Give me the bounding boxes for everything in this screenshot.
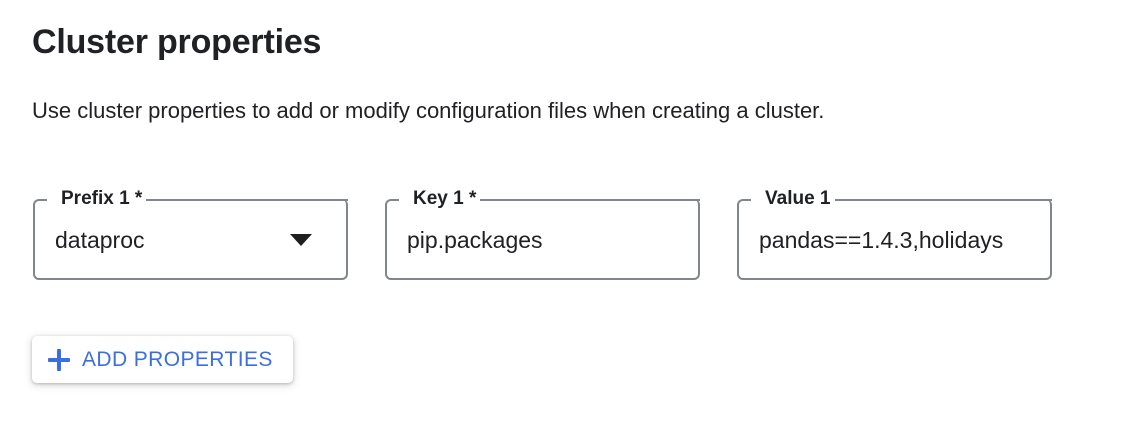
outline-notch-top <box>480 199 700 201</box>
properties-field-row: Prefix 1 * dataproc Key 1 * pip.packages <box>0 188 1122 289</box>
outline-notch-top <box>146 199 348 201</box>
prefix-1-value: dataproc <box>55 227 145 253</box>
page-title: Cluster properties <box>32 23 322 61</box>
key-1-control[interactable]: pip.packages <box>407 223 686 257</box>
prefix-1-field[interactable]: Prefix 1 * dataproc <box>33 188 348 280</box>
outline-leading <box>33 199 47 280</box>
dropdown-arrow-icon[interactable] <box>290 234 312 246</box>
plus-icon <box>48 348 70 371</box>
key-1-value: pip.packages <box>407 227 543 253</box>
add-properties-label: ADD PROPERTIES <box>82 347 273 371</box>
key-1-label: Key 1 * <box>409 188 481 210</box>
outline-notch-top <box>835 199 1052 201</box>
prefix-1-label: Prefix 1 * <box>57 188 147 210</box>
value-1-field[interactable]: Value 1 pandas==1.4.3,holidays <box>737 188 1052 280</box>
add-properties-button[interactable]: ADD PROPERTIES <box>32 336 293 383</box>
outline-leading <box>737 199 751 280</box>
key-1-field[interactable]: Key 1 * pip.packages <box>385 188 700 280</box>
prefix-1-control[interactable]: dataproc <box>55 223 334 257</box>
value-1-value: pandas==1.4.3,holidays <box>759 227 1004 253</box>
value-1-label: Value 1 <box>761 188 835 210</box>
outline-leading <box>385 199 399 280</box>
page-description: Use cluster properties to add or modify … <box>32 98 825 123</box>
value-1-control[interactable]: pandas==1.4.3,holidays <box>759 223 1038 257</box>
